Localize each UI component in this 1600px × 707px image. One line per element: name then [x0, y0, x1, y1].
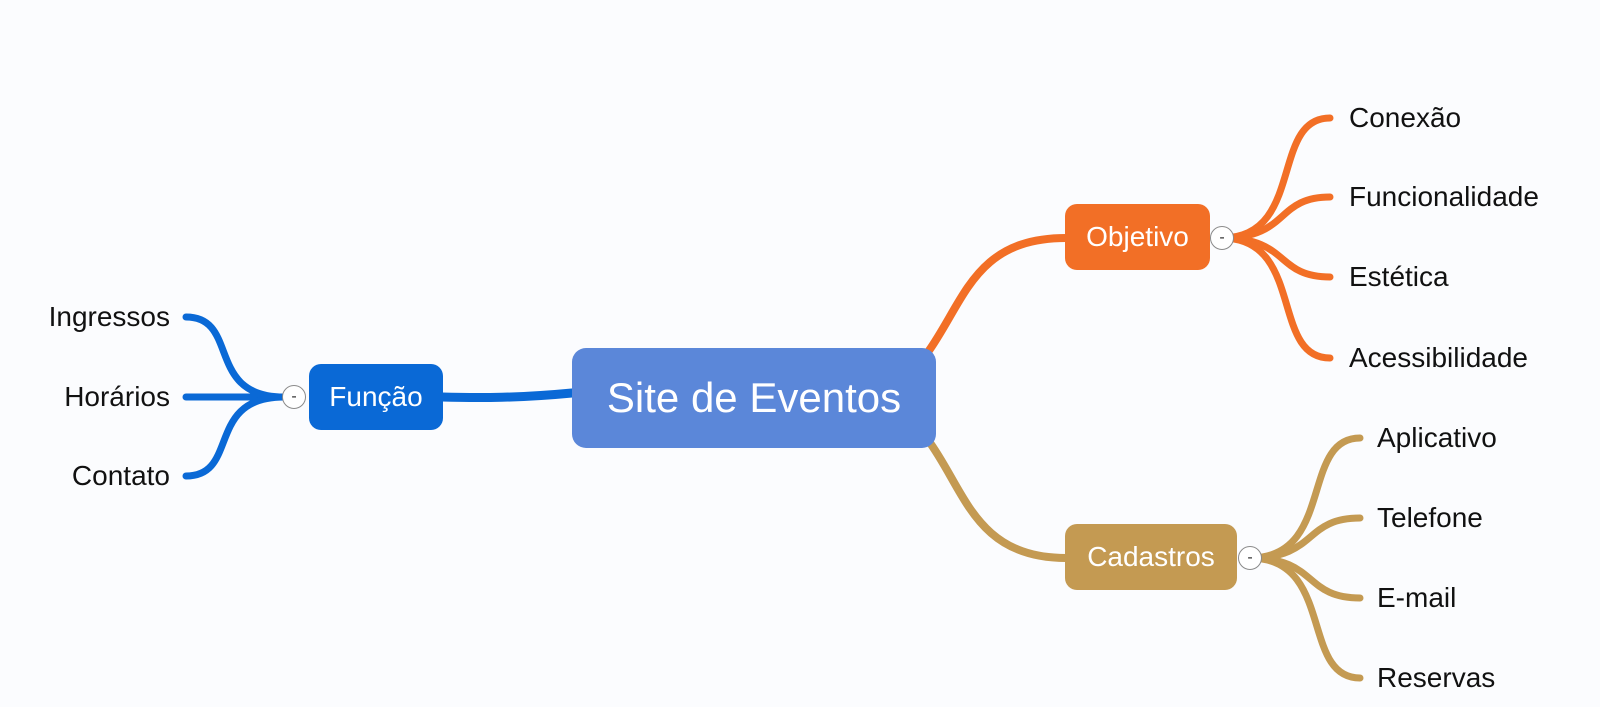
connector-root-objetivo — [924, 234, 1070, 356]
subtopic-funcionalidade[interactable]: Funcionalidade — [1349, 181, 1539, 212]
subtopic-horarios[interactable]: Horários — [64, 381, 170, 412]
topic-funcao[interactable]: Função — [309, 364, 443, 430]
topic-objetivo[interactable]: Objetivo — [1065, 204, 1210, 270]
subtopic-conexao[interactable]: Conexão — [1349, 102, 1462, 133]
subtopic-acessibilidade[interactable]: Acessibilidade — [1349, 342, 1528, 373]
connector-root-cadastros — [924, 436, 1070, 562]
collapse-objetivo-button[interactable]: - — [1210, 226, 1234, 250]
subtopic-estetica[interactable]: Estética — [1349, 261, 1449, 292]
connector-funcao-ingressos — [182, 313, 288, 401]
subtopic-telefone[interactable]: Telefone — [1377, 502, 1483, 533]
connector-objetivo-acessibilidade — [1218, 234, 1334, 362]
central-topic[interactable]: Site de Eventos — [572, 348, 936, 448]
connector-funcao-contato — [182, 393, 288, 480]
subtopic-aplicativo[interactable]: Aplicativo — [1377, 422, 1497, 453]
subtopic-email[interactable]: E-mail — [1377, 582, 1457, 613]
subtopic-reservas[interactable]: Reservas — [1377, 662, 1496, 693]
connector-cadastros-reservas — [1246, 554, 1364, 682]
connector-root-funcao — [437, 388, 577, 403]
collapse-funcao-button[interactable]: - — [282, 385, 306, 409]
subtopic-contato[interactable]: Contato — [71, 460, 170, 491]
collapse-cadastros-button[interactable]: - — [1238, 546, 1262, 570]
topic-cadastros[interactable]: Cadastros — [1065, 524, 1237, 590]
subtopic-ingressos[interactable]: Ingressos — [48, 301, 170, 332]
